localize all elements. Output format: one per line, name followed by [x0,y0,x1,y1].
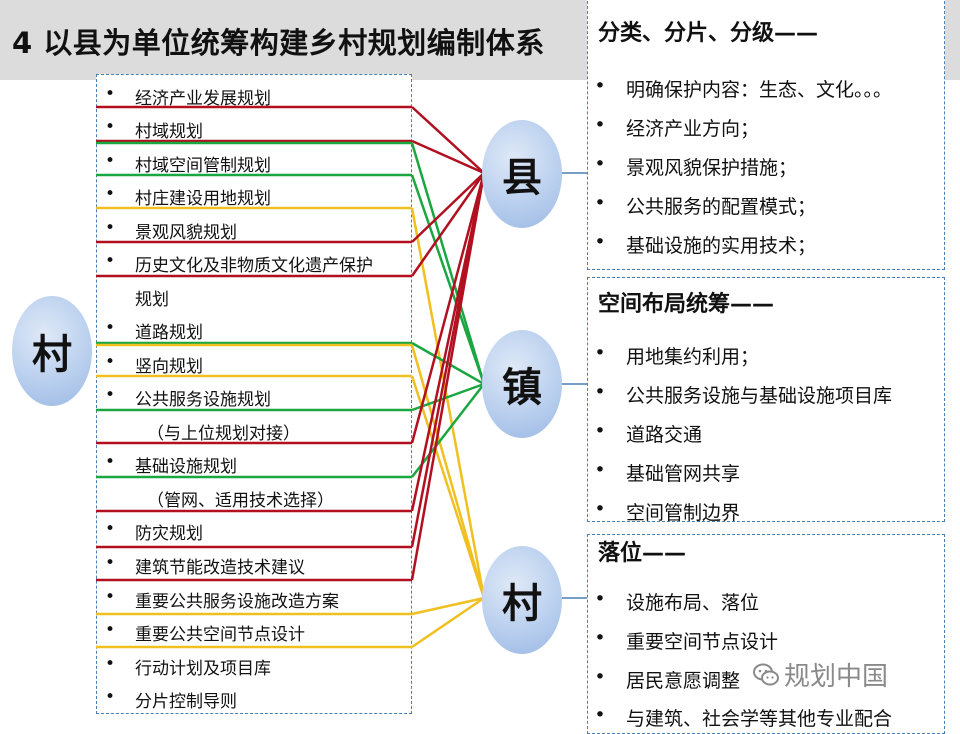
box-item-text: 与建筑、社会学等其他专业配合 [626,708,893,730]
bullet-icon: • [594,75,606,97]
town-link [410,142,486,385]
box-item-text: 基础管网共享 [626,463,741,485]
plan-item-text: 防灾规划 [135,524,203,544]
county-link [410,172,486,581]
plan-item-text: 重要公共服务设施改造方案 [135,592,339,612]
county-link [410,172,486,277]
county-node: 县 [482,120,562,228]
plan-item-text: 重要公共空间节点设计 [135,625,305,645]
box-heading: 落位—— [598,541,687,566]
box-item-text: 居民意愿调整 [626,670,741,692]
county-link [410,172,486,548]
county-link [411,172,485,243]
village-description-box: 落位—— • 设施布局、落位 • 重要空间节点设计 • 居民意愿调整 • 与建筑、社会学等其他专… [587,534,945,734]
bullet-icon: • [594,342,606,364]
plan-item-text: 规划 [135,290,169,310]
plan-item-text: 建筑节能改造技术建议 [135,558,305,578]
box-item-text: 重要空间节点设计 [626,631,779,653]
village-link [410,207,486,599]
bullet-icon: • [594,627,606,649]
bullet-icon: • [105,218,116,238]
town-link [410,174,486,385]
village-link [411,596,485,649]
bullet-icon: • [105,117,116,137]
village-node: 村 [482,546,562,654]
box-item-text: 设施布局、落位 [626,592,760,614]
county-link [411,106,485,174]
bullet-icon: • [105,654,116,674]
plan-item-text: 分片控制导则 [135,692,237,712]
watermark-text: 规划中国 [784,662,889,692]
bullet-icon: • [594,192,606,214]
bullet-icon: • [594,704,606,726]
page-title: 4 以县为单位统筹构建乡村规划编制体系 [12,26,545,60]
village-left-node: 村 [12,296,92,406]
bullet-icon: • [105,151,116,171]
bullet-icon: • [105,553,116,573]
box-item-text: 景观风貌保护措施； [626,157,798,179]
bullet-icon: • [105,184,116,204]
bullet-icon: • [594,153,606,175]
plan-item-text: 公共服务设施规划 [135,390,271,410]
box-heading: 分类、分片、分级—— [598,21,819,46]
bullet-icon: • [594,666,606,688]
bullet-icon: • [594,588,606,610]
box-item-text: 空间管制边界 [626,502,741,524]
plan-item-text: 经济产业发展规划 [135,89,271,109]
bullet-icon: • [105,687,116,707]
bullet-icon: • [105,519,116,539]
village-plan-list: • 经济产业发展规划 • 村域规划 • 村域空间管制规划 • 村庄建设用地规划 • 景观风貌规划 •… [96,74,412,714]
plan-item-text: 竖向规划 [135,357,203,377]
plan-item-text: （管网、适用技术选择） [147,491,334,511]
box-item-text: 道路交通 [626,424,703,446]
plan-item-text: 景观风貌规划 [135,223,237,243]
box-item-text: 用地集约利用； [626,346,760,368]
town-link [411,341,485,386]
bullet-icon: • [105,352,116,372]
town-link [411,383,485,478]
county-link [410,172,486,512]
bullet-icon: • [594,420,606,442]
bullet-icon: • [105,452,116,472]
village-link [410,344,486,599]
county-link [411,139,485,175]
bullet-icon: • [105,84,116,104]
box-item-text: 基础设施的实用技术； [626,235,817,257]
box-item-text: 公共服务的配置模式； [626,196,817,218]
village-link [410,375,486,599]
bullet-icon: • [594,498,606,520]
bullet-icon: • [594,114,606,136]
box-item-text: 经济产业方向； [626,118,760,140]
bullet-icon: • [105,385,116,405]
village-link [411,596,485,616]
town-node: 镇 [482,330,562,438]
plan-item-text: 行动计划及项目库 [135,659,271,679]
county-link [410,172,486,444]
town-link [411,382,485,412]
bullet-icon: • [594,231,606,253]
plan-item-text: 历史文化及非物质文化遗产保护 [135,256,373,276]
box-heading: 空间布局统筹—— [598,292,775,317]
wechat-icon [753,663,779,685]
plan-item-text: 村庄建设用地规划 [135,189,271,209]
watermark: 规划中国 [752,656,888,693]
plan-item-text: （与上位规划对接） [147,424,300,444]
bullet-icon: • [594,381,606,403]
plan-item-text: 基础设施规划 [135,457,237,477]
town-description-box: 空间布局统筹—— • 用地集约利用； • 公共服务设施与基础设施项目库 • 道路交通 • 基础管… [587,277,945,524]
bullet-icon: • [594,459,606,481]
bullet-icon: • [105,587,116,607]
plan-item-text: 村域规划 [135,122,203,142]
plan-item-text: 村域空间管制规划 [135,156,271,176]
bullet-icon: • [105,620,116,640]
county-description-box: 分类、分片、分级—— • 明确保护内容：生态、文化。。。 • 经济产业方向； • 景观风貌保… [587,0,945,270]
bullet-icon: • [105,318,116,338]
plan-item-text: 道路规划 [135,323,203,343]
box-item-text: 明确保护内容：生态、文化。。。 [626,79,893,101]
bullet-icon: • [105,251,116,271]
box-item-text: 公共服务设施与基础设施项目库 [626,385,893,407]
